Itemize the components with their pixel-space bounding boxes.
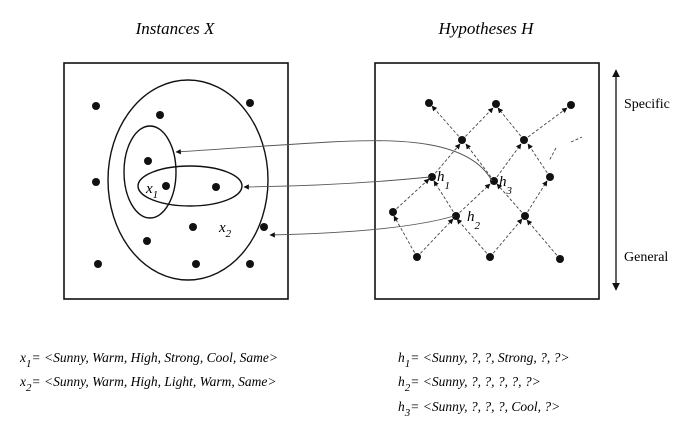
x1-point [162, 182, 170, 190]
lattice-edge [465, 143, 495, 182]
instance-point [246, 260, 254, 268]
lattice-edge [431, 105, 463, 141]
lattice-edge [489, 218, 523, 258]
instance-point [143, 237, 151, 245]
hypothesis-lattice-edges [392, 105, 583, 260]
hypothesis-point [521, 212, 529, 220]
instance-point [212, 183, 220, 191]
hypothesis-point [556, 255, 564, 263]
lattice-edge [570, 136, 583, 143]
lattice-edge [524, 180, 548, 217]
lattice-edge [416, 218, 454, 258]
lattice-edge [393, 215, 418, 258]
instances-box [63, 62, 289, 300]
x2-point [260, 223, 268, 231]
h3-definition: h3= <Sunny, ?, ?, ?, Cool, ?> [398, 399, 560, 419]
lattice-edge [456, 218, 491, 258]
specific-label: Specific [624, 97, 670, 112]
instance-point [92, 178, 100, 186]
lattice-edge [548, 147, 557, 162]
hypothesis-point [413, 253, 421, 261]
lattice-edge [493, 143, 522, 182]
x2-label: x2 [218, 220, 232, 240]
hypothesis-point [520, 136, 528, 144]
instance-point [246, 99, 254, 107]
h1-label: h1 [437, 169, 450, 192]
hypothesis-point [492, 100, 500, 108]
h1-region [137, 165, 243, 207]
instance-point [92, 102, 100, 110]
hypothesis-point [458, 136, 466, 144]
lattice-edge [523, 107, 568, 141]
h2-point [452, 212, 460, 220]
general-label: General [624, 250, 668, 265]
hypothesis-points [389, 99, 575, 263]
h2-definition: h2= <Sunny, ?, ?, ?, ?, ?> [398, 374, 541, 394]
x1-label: x1 [145, 181, 158, 201]
instance-point [189, 223, 197, 231]
h1-point [428, 173, 436, 181]
h3-region [123, 125, 177, 219]
lattice-edge [497, 107, 525, 141]
x1-definition: x1= <Sunny, Warm, High, Strong, Cool, Sa… [19, 350, 278, 370]
lattice-edge [433, 180, 457, 217]
h2-label: h2 [467, 209, 481, 232]
hypotheses-box [374, 62, 600, 300]
h1-to-instances-arrow [243, 176, 431, 190]
hypothesis-point [567, 101, 575, 109]
h1-definition: h1= <Sunny, ?, ?, Strong, ?, ?> [398, 350, 569, 370]
h2-to-instances-arrow [269, 215, 455, 238]
instances-title: Instances X [135, 19, 215, 38]
lattice-edge [526, 219, 561, 260]
lattice-edge [461, 107, 494, 141]
hypothesis-point [486, 253, 494, 261]
lattice-edge [455, 183, 491, 217]
lattice-edge [496, 183, 526, 217]
x2-definition: x2= <Sunny, Warm, High, Light, Warm, Sam… [19, 374, 276, 394]
instance-point [94, 260, 102, 268]
h3-to-instances-arrow [175, 140, 493, 182]
lattice-edge [527, 143, 551, 178]
h3-point [490, 177, 498, 185]
hypothesis-point [546, 173, 554, 181]
h3-label: h3 [499, 174, 513, 197]
instance-point [144, 157, 152, 165]
hypothesis-point [389, 208, 397, 216]
instance-point [156, 111, 164, 119]
lattice-edge [431, 143, 461, 178]
lattice-edge [392, 178, 430, 213]
h2-region [107, 79, 269, 281]
instance-points [92, 99, 268, 268]
hypothesis-point [425, 99, 433, 107]
instance-point [192, 260, 200, 268]
hypotheses-title: Hypotheses H [438, 19, 536, 38]
